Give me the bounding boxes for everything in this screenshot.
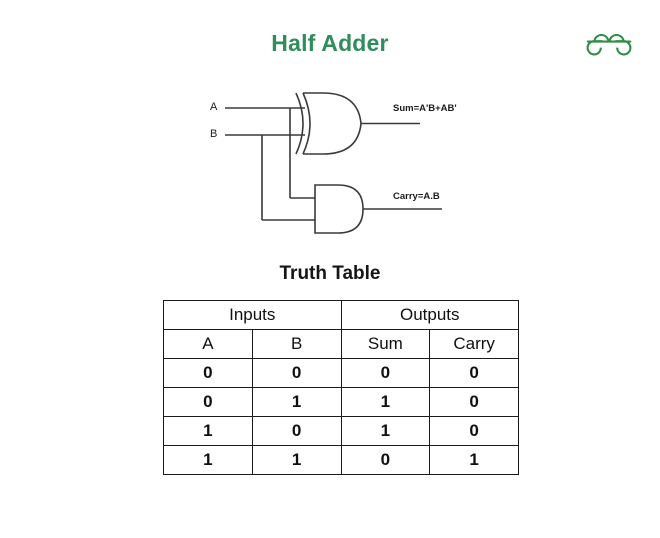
cell-a: 0 [163, 358, 253, 388]
table-row: 0 1 1 0 [163, 387, 519, 417]
xor-gate-body [303, 92, 362, 155]
cell-a: 1 [163, 416, 253, 446]
truth-table: Inputs Outputs A B Sum Carry 0 0 0 0 0 1… [163, 300, 519, 475]
cell-carry: 0 [429, 387, 519, 417]
cell-sum: 1 [340, 387, 431, 417]
geeksforgeeks-logo-icon [586, 29, 632, 57]
group-header-outputs: Outputs [340, 300, 519, 330]
column-header-a: A [163, 329, 253, 359]
table-row: 1 1 0 1 [163, 445, 519, 475]
table-column-header-row: A B Sum Carry [163, 329, 519, 359]
cell-a: 0 [163, 387, 253, 417]
table-row: 0 0 0 0 [163, 358, 519, 388]
page-title: Half Adder [271, 30, 389, 56]
cell-b: 0 [251, 358, 342, 388]
input-label-b: B [210, 128, 218, 140]
table-group-header-row: Inputs Outputs [163, 300, 519, 330]
carry-output-label: Carry=A.B [393, 191, 440, 202]
xor-gate-outer-arc [295, 92, 304, 155]
cell-a: 1 [163, 445, 253, 475]
cell-carry: 1 [429, 445, 519, 475]
column-header-carry: Carry [429, 329, 519, 359]
table-row: 1 0 1 0 [163, 416, 519, 446]
column-header-b: B [251, 329, 342, 359]
cell-b: 1 [251, 445, 342, 475]
cell-sum: 1 [340, 416, 431, 446]
circuit-svg [225, 92, 442, 234]
cell-carry: 0 [429, 416, 519, 446]
sum-output-label: Sum=A'B+AB' [393, 103, 457, 114]
cell-b: 0 [251, 416, 342, 446]
cell-carry: 0 [429, 358, 519, 388]
cell-sum: 0 [340, 358, 431, 388]
column-header-sum: Sum [340, 329, 431, 359]
truth-table-heading: Truth Table [279, 263, 381, 284]
and-gate-body [314, 184, 364, 234]
cell-b: 1 [251, 387, 342, 417]
input-label-a: A [210, 101, 218, 113]
half-adder-circuit-diagram: A B Sum=A'B+AB' Carry=A.B [195, 85, 485, 250]
group-header-inputs: Inputs [163, 300, 342, 330]
cell-sum: 0 [340, 445, 431, 475]
xor-gate-inner-arc [302, 92, 311, 155]
